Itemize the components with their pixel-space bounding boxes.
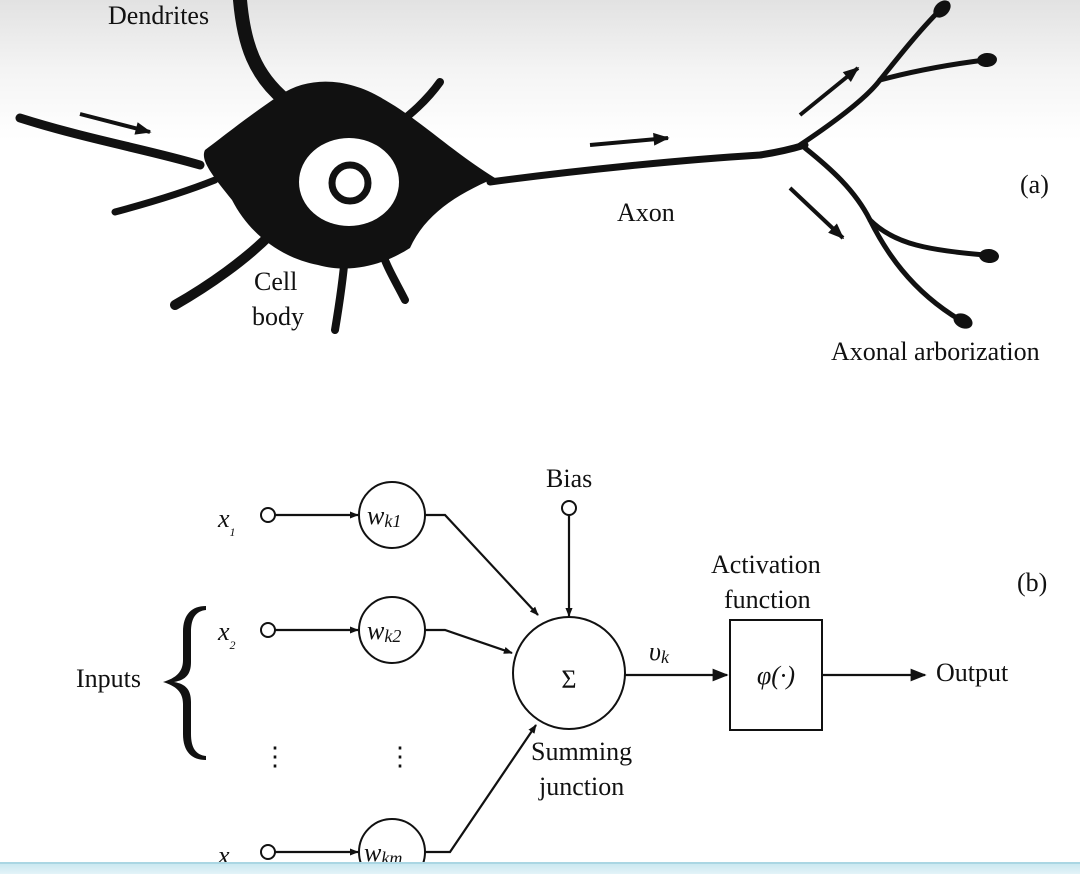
input-x1-label: x1 <box>217 504 236 539</box>
axonal-arborization-label: Axonal arborization <box>831 337 1040 366</box>
bottom-decorative-band <box>0 862 1080 874</box>
activation-label-line2: function <box>724 585 811 614</box>
panel-tag-a: (a) <box>1020 170 1049 199</box>
nucleus-outer <box>299 138 399 226</box>
arrow-wkm-to-sum <box>425 724 537 854</box>
induced-field-label: υk <box>649 637 670 667</box>
inputs-ellipsis: ⋮ <box>262 742 288 771</box>
input-x2-label: x2 <box>217 617 236 652</box>
inputs-label: Inputs <box>76 664 141 693</box>
weight-k1-label: wk1 <box>367 501 401 531</box>
axonal-arborization-shape <box>797 7 988 323</box>
input-terminal-1 <box>260 507 276 523</box>
axon-shape <box>486 141 809 186</box>
dendrites-label: Dendrites <box>108 1 209 30</box>
activation-label-line1: Activation <box>711 550 821 579</box>
bias-label: Bias <box>546 464 592 493</box>
weight-k2-label: wk2 <box>367 616 401 646</box>
axon-terminals <box>933 0 999 329</box>
nucleolus <box>328 161 372 205</box>
arrow-wk1-to-sum <box>425 513 539 616</box>
signal-flow-arrows <box>79 66 860 240</box>
activation-function-box <box>729 619 823 731</box>
summing-junction-node <box>512 616 626 730</box>
summing-junction-label-line1: Summing <box>531 737 632 766</box>
activation-symbol: φ(·) <box>757 661 795 690</box>
input-terminal-2 <box>260 622 276 638</box>
output-label: Output <box>936 658 1009 687</box>
bias-terminal <box>561 500 577 516</box>
axon-label: Axon <box>617 198 675 227</box>
dendrites-shape <box>15 0 444 334</box>
sum-symbol: Σ <box>561 665 576 694</box>
neuron-illustration: Dendrites Cell body Axon Axonal arboriza… <box>15 0 1049 366</box>
weights-ellipsis: ⋮ <box>387 742 413 771</box>
summing-junction-label-line2: junction <box>538 772 624 801</box>
perceptron-model: x1 x2 xm wk1 wk2 wkm ⋮ ⋮ Inputs <box>76 464 1047 874</box>
panel-tag-b: (b) <box>1017 568 1047 597</box>
input-terminal-m <box>260 844 276 860</box>
arrow-wk2-to-sum <box>425 628 513 655</box>
inputs-brace <box>163 606 206 760</box>
cell-body-label-line2: body <box>252 302 304 331</box>
cell-body-label-line1: Cell <box>254 267 297 296</box>
